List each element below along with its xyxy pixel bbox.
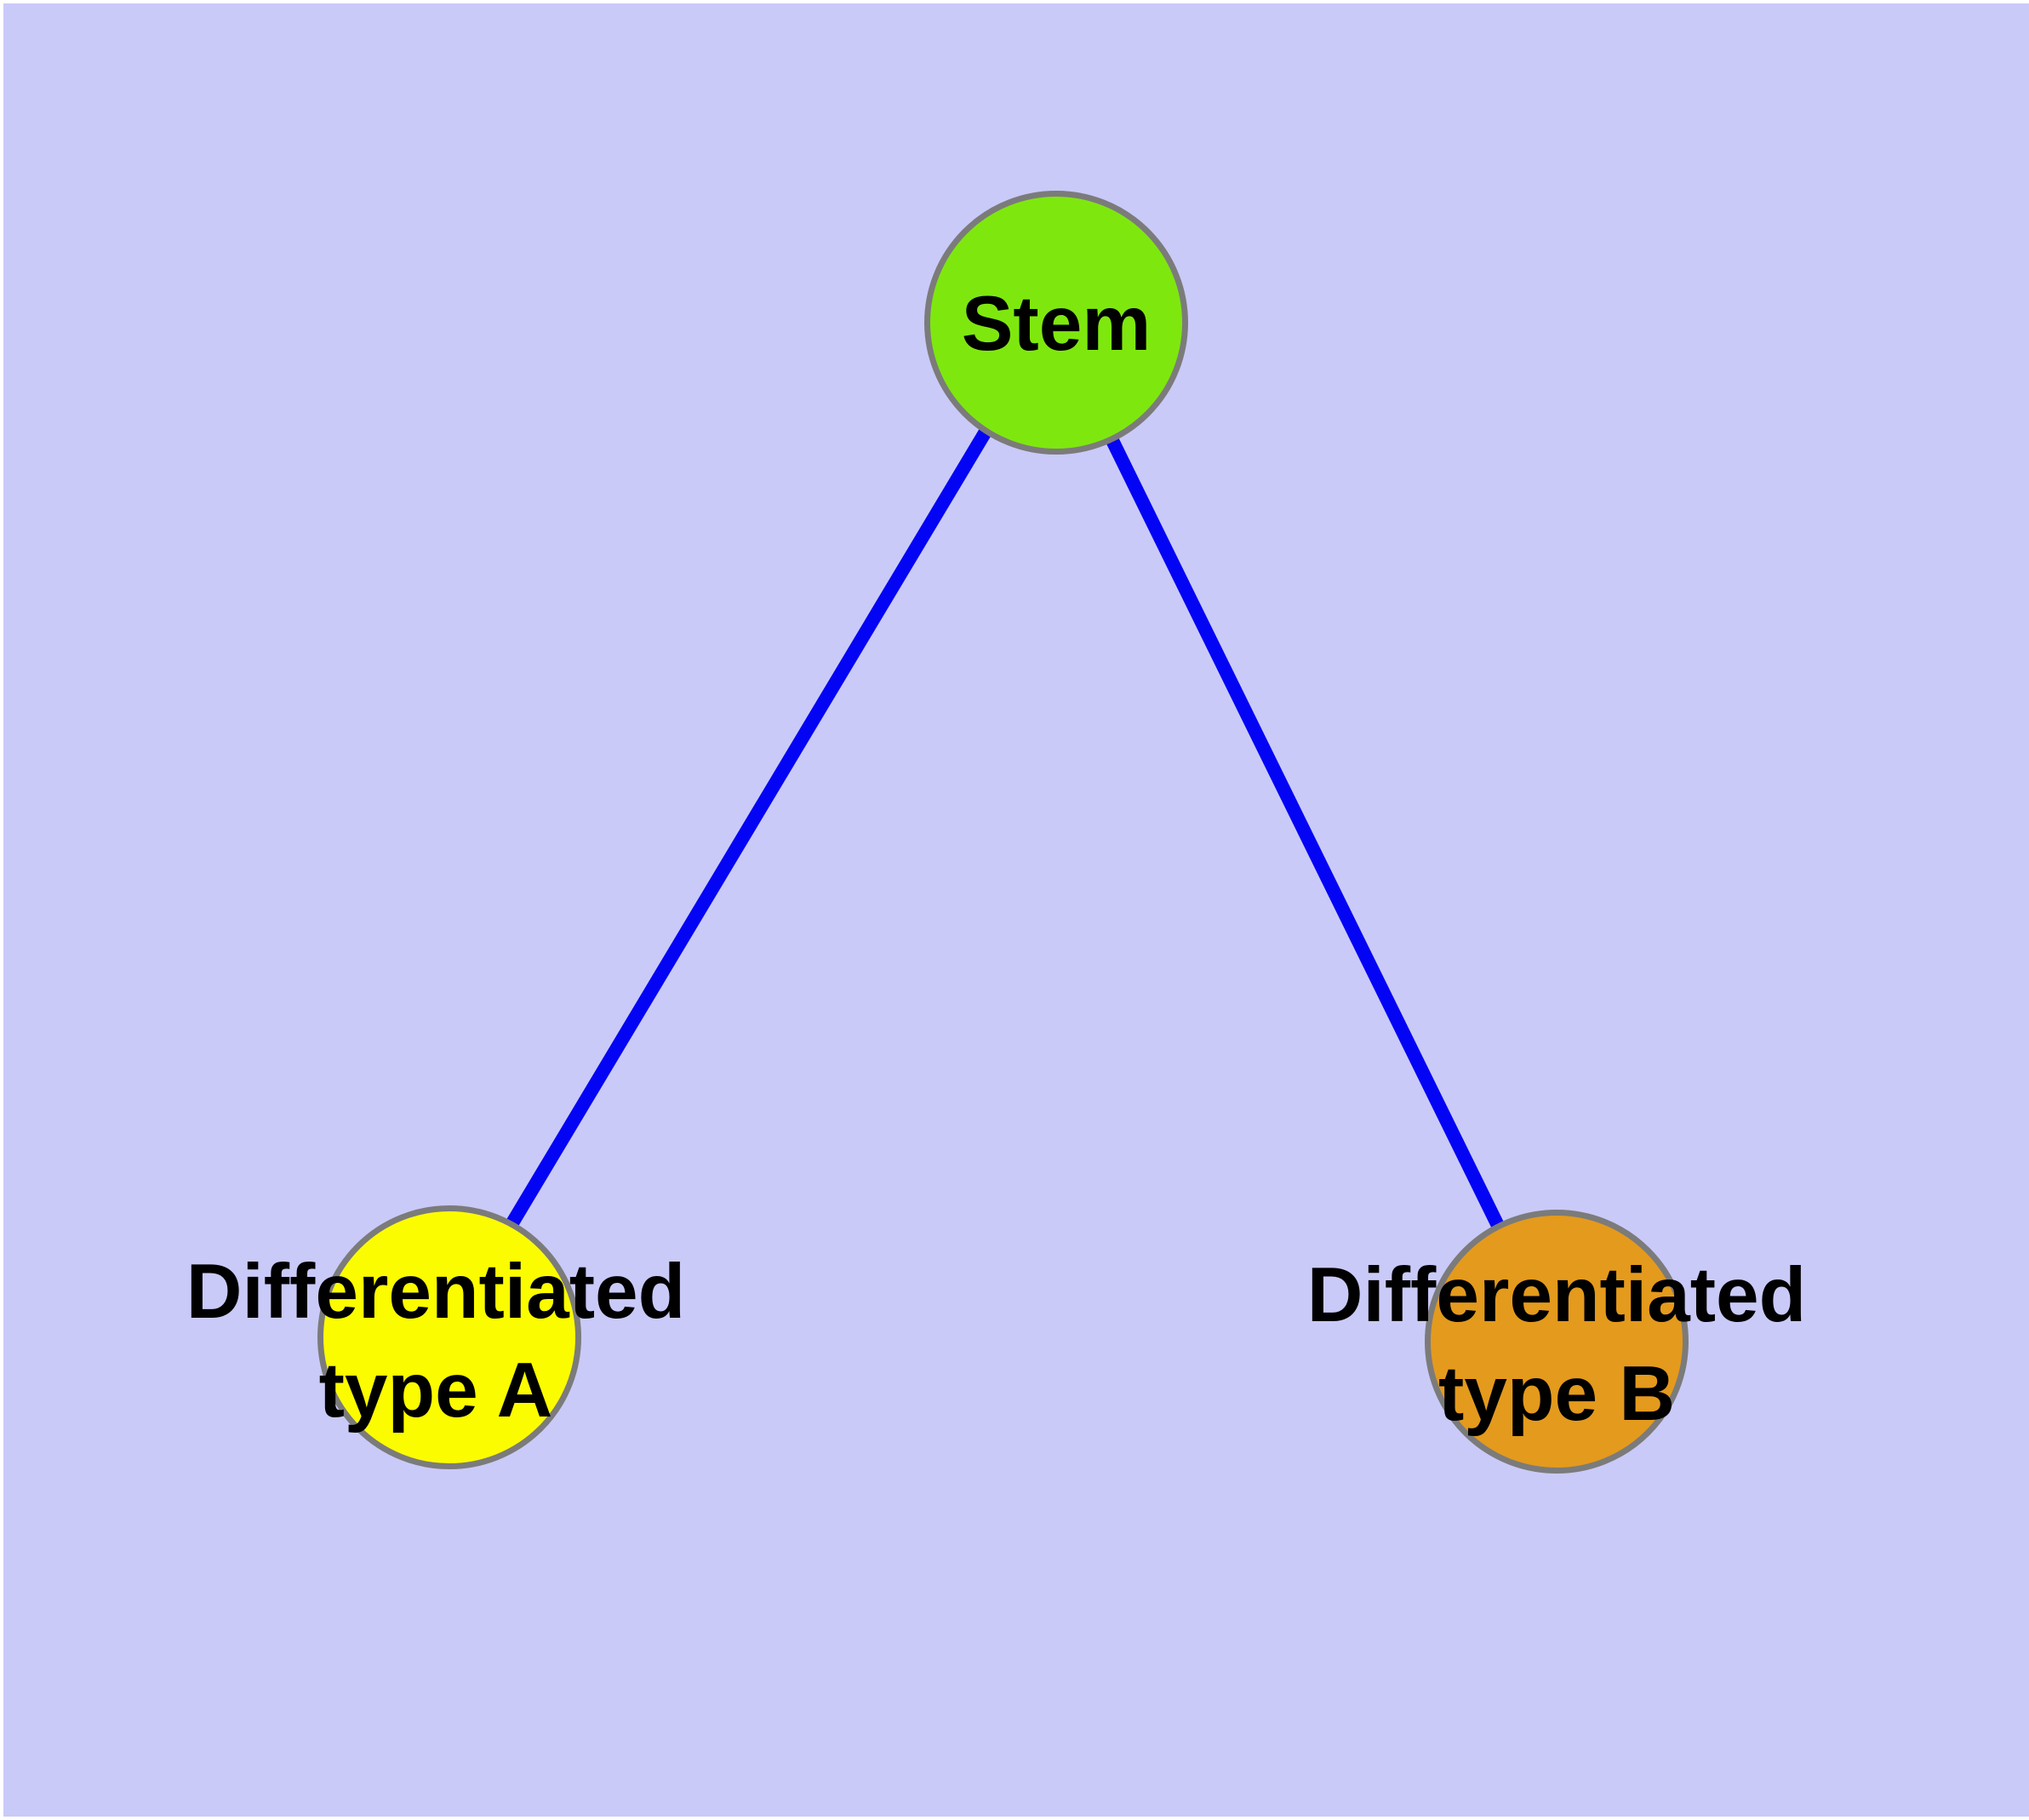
edges-layer — [440, 315, 1560, 1342]
node-stem — [924, 191, 1188, 455]
edge-stem-to-type-b — [1046, 316, 1560, 1342]
node-differentiated-type-a — [317, 1205, 581, 1469]
edge-stem-to-type-a — [440, 315, 1059, 1338]
node-differentiated-type-b — [1425, 1210, 1689, 1474]
diagram-canvas: Stem Differentiated type A Differentiate… — [3, 3, 2029, 1817]
